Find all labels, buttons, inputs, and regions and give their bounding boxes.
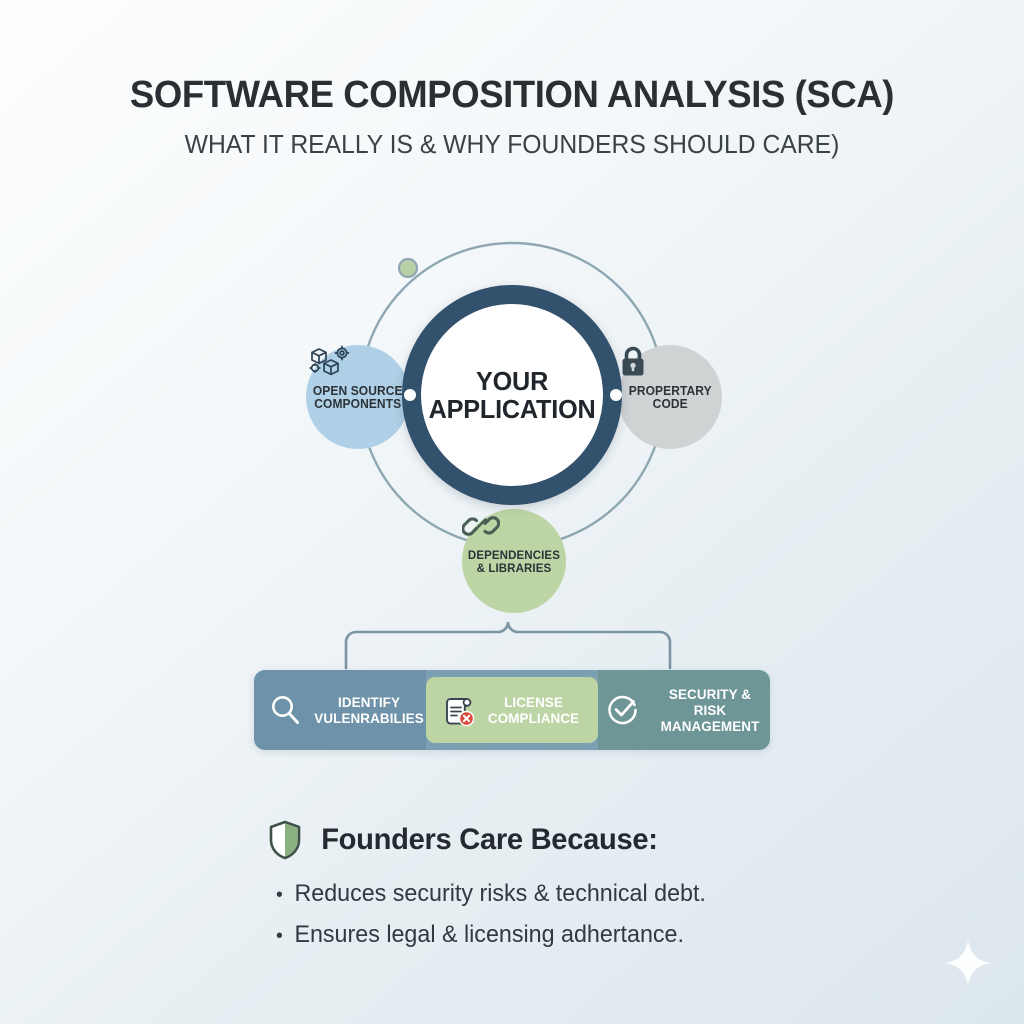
- node-label-line2: COMPONENTS: [314, 397, 402, 411]
- center-label: YOUR APPLICATION: [429, 367, 596, 423]
- bullet-text: Reduces security risks & technical debt.: [294, 880, 706, 907]
- feature-bar: IDENTIFY VULENRABILIES LICE: [254, 670, 770, 750]
- center-your-application: YOUR APPLICATION: [402, 285, 622, 505]
- node-open-source-components[interactable]: OPEN SOURCE COMPONENTS: [306, 345, 410, 449]
- orbit-marker-dot: [397, 257, 419, 279]
- node-label-line2: & LIBRARIES: [476, 561, 552, 575]
- feature-label-line1: IDENTIFY: [338, 694, 401, 710]
- node-dependencies-libraries[interactable]: DEPENDENCIES & LIBRARIES: [462, 509, 566, 613]
- search-icon: [268, 693, 302, 727]
- center-label-line1: YOUR: [475, 366, 549, 396]
- node-proprietary-code[interactable]: PROPERTARY CODE: [618, 345, 722, 449]
- feature-label-line1: LICENSE: [504, 694, 564, 710]
- node-label-line1: OPEN SOURCE: [313, 384, 403, 398]
- feature-label-line2: MANAGEMENT: [660, 718, 760, 734]
- node-open-source-label: OPEN SOURCE COMPONENTS: [313, 385, 403, 411]
- feature-identify-label: IDENTIFY VULENRABILIES: [314, 694, 424, 726]
- node-proprietary-label: PROPERTARY CODE: [629, 385, 712, 411]
- feature-security-label: SECURITY & RISK MANAGEMENT: [652, 686, 767, 734]
- header: SOFTWARE COMPOSITION ANALYSIS (SCA) WHAT…: [0, 74, 1024, 160]
- feature-license-label: LICENSE COMPLIANCE: [488, 694, 579, 726]
- page-subtitle: WHAT IT REALLY IS & WHY FOUNDERS SHOULD …: [184, 129, 840, 159]
- node-label-line2: CODE: [652, 397, 688, 411]
- check-circle-icon: [606, 693, 640, 727]
- feature-identify-vulnerabilities[interactable]: IDENTIFY VULENRABILIES: [254, 670, 426, 750]
- scroll-x-icon: [442, 692, 478, 728]
- center-label-line2: APPLICATION: [428, 394, 596, 424]
- bullet-marker: •: [276, 925, 283, 947]
- founders-care-title: Founders Care Because:: [321, 823, 658, 856]
- founders-care-bullets: • Reduces security risks & technical deb…: [268, 874, 788, 956]
- feature-license-compliance[interactable]: LICENSE COMPLIANCE: [426, 670, 598, 750]
- list-item: • Reduces security risks & technical deb…: [276, 874, 773, 915]
- founders-care-section: Founders Care Because: • Reduces securit…: [268, 820, 788, 956]
- sparkle-icon: [942, 937, 994, 994]
- node-label-line1: DEPENDENCIES: [467, 548, 561, 562]
- connector-brace: [344, 621, 672, 670]
- page-title: SOFTWARE COMPOSITION ANALYSIS (SCA): [129, 74, 895, 116]
- sca-diagram: OPEN SOURCE COMPONENTS PROPERTARY CODE: [278, 225, 746, 625]
- shield-icon: [268, 820, 302, 860]
- founders-care-heading: Founders Care Because:: [268, 820, 788, 860]
- bullet-marker: •: [276, 884, 283, 906]
- list-item: • Ensures legal & licensing adhertance.: [276, 915, 773, 956]
- feature-label-line1: SECURITY & RISK: [668, 686, 752, 718]
- node-label-line1: PROPERTARY: [628, 384, 712, 398]
- bullet-text: Ensures legal & licensing adhertance.: [294, 921, 684, 948]
- feature-security-risk-management[interactable]: SECURITY & RISK MANAGEMENT: [598, 670, 770, 750]
- license-compliance-panel[interactable]: LICENSE COMPLIANCE: [426, 677, 598, 743]
- ring-dot-right: [610, 389, 622, 401]
- feature-label-line2: VULENRABILIES: [314, 710, 424, 726]
- node-dependencies-label: DEPENDENCIES & LIBRARIES: [468, 549, 560, 575]
- ring-dot-left: [404, 389, 416, 401]
- feature-label-line2: COMPLIANCE: [488, 710, 580, 726]
